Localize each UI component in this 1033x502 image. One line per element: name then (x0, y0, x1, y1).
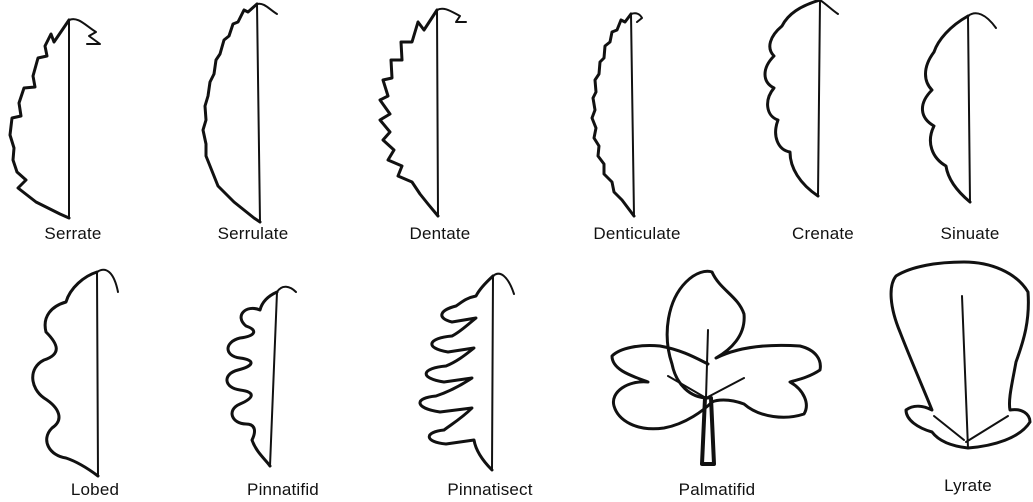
label-pinnatifid: Pinnatifid (247, 480, 319, 500)
leaf-serrate (10, 19, 100, 218)
label-serrate: Serrate (44, 224, 101, 244)
leaf-sinuate (922, 13, 996, 202)
label-crenate: Crenate (792, 224, 854, 244)
label-pinnatisect: Pinnatisect (447, 480, 532, 500)
leaf-pinnatifid (227, 287, 296, 466)
label-lobed: Lobed (71, 480, 119, 500)
leaf-crenate (765, 0, 838, 196)
label-dentate: Dentate (410, 224, 471, 244)
leaf-lyrate (891, 262, 1030, 448)
leaf-pinnatisect (420, 274, 514, 470)
leaf-dentate (380, 9, 466, 216)
label-sinuate: Sinuate (940, 224, 999, 244)
leaf-serrulate (203, 4, 277, 222)
label-lyrate: Lyrate (944, 476, 992, 496)
label-denticulate: Denticulate (593, 224, 680, 244)
label-serrulate: Serrulate (218, 224, 289, 244)
leaf-lobed (33, 270, 118, 476)
leaf-palmatifid (612, 271, 820, 464)
label-palmatifid: Palmatifid (679, 480, 756, 500)
leaf-denticulate (592, 13, 642, 216)
